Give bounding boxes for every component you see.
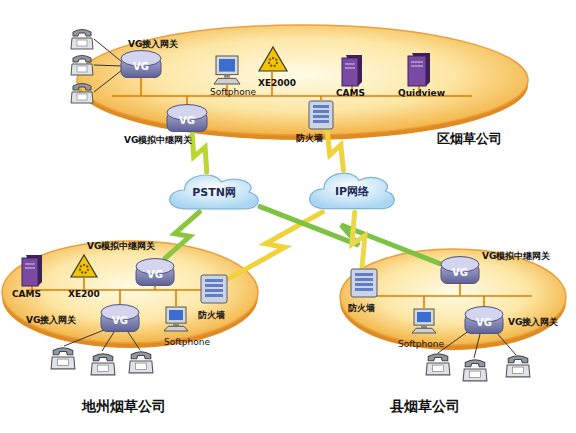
device-label: VG模拟中继网关 bbox=[124, 136, 192, 145]
srv-icon bbox=[22, 254, 42, 286]
device-node: Softphone bbox=[212, 55, 242, 85]
pc-icon bbox=[410, 308, 438, 334]
site-title: 县烟草公司 bbox=[390, 399, 460, 413]
device-node: VGVG模拟中继网关 bbox=[135, 258, 175, 286]
device-label: Softphone bbox=[398, 340, 444, 349]
device-label: CAMS bbox=[12, 290, 41, 299]
fw-icon bbox=[308, 100, 334, 130]
device-node: CAMS bbox=[22, 254, 42, 286]
device-node: XE2000 bbox=[258, 46, 288, 72]
fw-icon bbox=[350, 268, 378, 298]
device-node: Softphone bbox=[162, 306, 190, 332]
cloud-label: IP网络 bbox=[308, 186, 396, 197]
srv-icon bbox=[342, 54, 362, 86]
lightning-link bbox=[352, 212, 365, 268]
network-cloud: IP网络 bbox=[308, 170, 396, 212]
device-node: 防火墙 bbox=[308, 100, 334, 130]
lightning-link bbox=[228, 212, 322, 279]
pc-icon bbox=[212, 55, 242, 85]
device-badge: VG bbox=[464, 318, 504, 328]
device-node: VGVG模拟中继网关 bbox=[166, 104, 208, 132]
device-node: 防火墙 bbox=[200, 274, 228, 304]
device-node: Softphone bbox=[410, 308, 438, 334]
xe-icon bbox=[70, 254, 98, 278]
device-label: Softphone bbox=[164, 338, 210, 347]
device-node: VGVG接入网关 bbox=[464, 306, 504, 334]
device-node: XE200 bbox=[70, 254, 98, 278]
device-badge: VG bbox=[100, 316, 140, 326]
device-label: XE2000 bbox=[258, 79, 296, 88]
device-label: VG接入网关 bbox=[128, 40, 178, 49]
pc-icon bbox=[162, 306, 190, 332]
srv-icon bbox=[408, 52, 430, 86]
device-label: VG模拟中继网关 bbox=[87, 242, 155, 251]
device-node: VGVG接入网关 bbox=[120, 50, 162, 78]
device-label: Quidview bbox=[398, 89, 445, 98]
site-zone: 地州烟草公司VGVG模拟中继网关CAMSXE200防火墙VGVG接入网关Soft… bbox=[0, 238, 260, 348]
site-title: 区烟草公司 bbox=[437, 132, 502, 145]
device-node: VGVG模拟中继网关 bbox=[440, 256, 480, 284]
device-badge: VG bbox=[120, 62, 162, 72]
lightning-link bbox=[260, 207, 440, 264]
device-label: 防火墙 bbox=[296, 134, 323, 143]
device-badge: VG bbox=[440, 268, 480, 278]
device-label: 防火墙 bbox=[198, 311, 225, 320]
device-badge: VG bbox=[166, 116, 208, 126]
device-node: 防火墙 bbox=[350, 268, 378, 298]
xe-icon bbox=[258, 46, 288, 72]
device-node: VGVG接入网关 bbox=[100, 304, 140, 332]
device-label: 防火墙 bbox=[348, 304, 375, 313]
device-badge: VG bbox=[135, 270, 175, 280]
device-label: VG模拟中继网关 bbox=[482, 252, 550, 261]
device-label: XE200 bbox=[68, 290, 100, 299]
site-zone: 县烟草公司VGVG模拟中继网关防火墙SoftphoneVGVG接入网关 bbox=[338, 246, 568, 350]
fw-icon bbox=[200, 274, 228, 304]
cloud-label: PSTN网 bbox=[168, 187, 260, 198]
device-node: Quidview bbox=[408, 52, 430, 86]
network-cloud: PSTN网 bbox=[168, 172, 260, 212]
device-label: VG接入网关 bbox=[508, 318, 558, 327]
site-zone: 区烟草公司VGVG接入网关SoftphoneXE2000CAMSQuidview… bbox=[75, 22, 530, 140]
device-label: CAMS bbox=[336, 89, 365, 98]
device-node: CAMS bbox=[342, 54, 362, 86]
device-label: Softphone bbox=[210, 88, 256, 97]
lightning-link bbox=[192, 132, 207, 172]
site-title: 地州烟草公司 bbox=[82, 399, 166, 413]
device-label: VG接入网关 bbox=[26, 316, 76, 325]
